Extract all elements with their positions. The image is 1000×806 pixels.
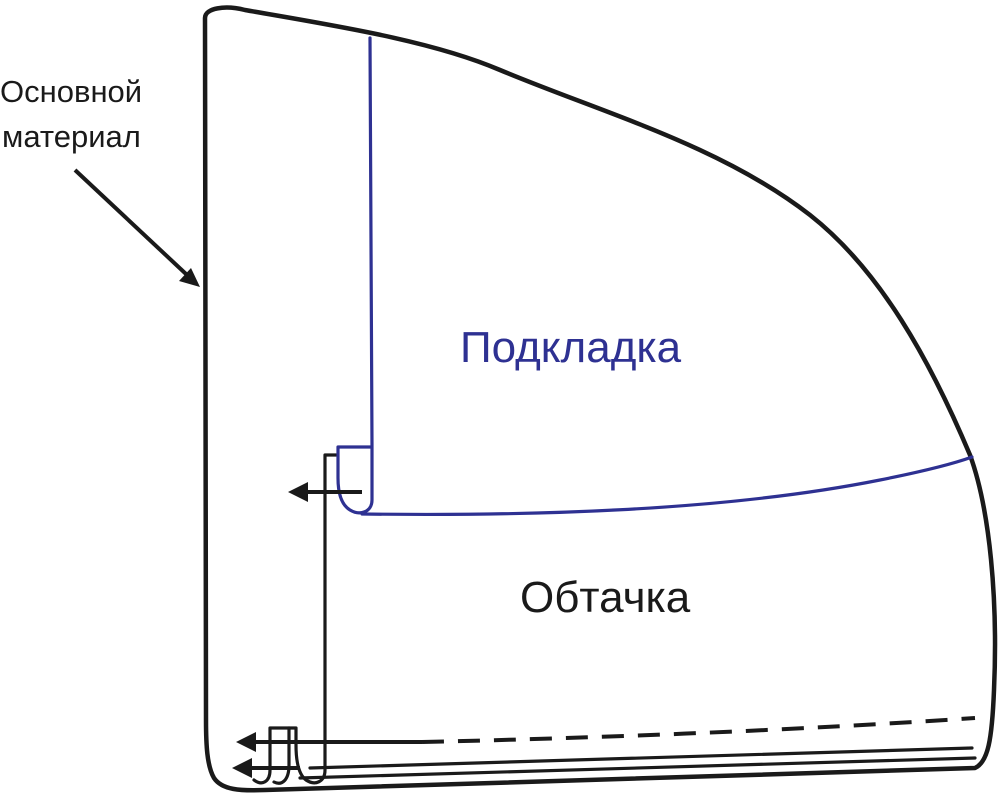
arrow-main-fabric [73,168,200,287]
label-main-fabric-line2: материал [2,119,141,154]
facing-edge [252,453,338,785]
arrow-hem-upper [236,732,422,752]
hem-fold-line [298,756,977,780]
facing-fold [272,726,291,785]
lining-hem-line [360,455,974,517]
arrow-hem-lower [232,758,300,778]
main-fabric-outline [202,5,998,793]
label-main-fabric-line1: Основной [0,74,142,109]
label-facing: Обтачка [520,573,691,622]
stitch-dashed-line [421,716,976,744]
arrow-lining-fold [288,482,362,502]
lining-edge [336,36,374,515]
label-lining: Подкладка [460,323,682,372]
hem-fold-line-inner [308,746,974,770]
